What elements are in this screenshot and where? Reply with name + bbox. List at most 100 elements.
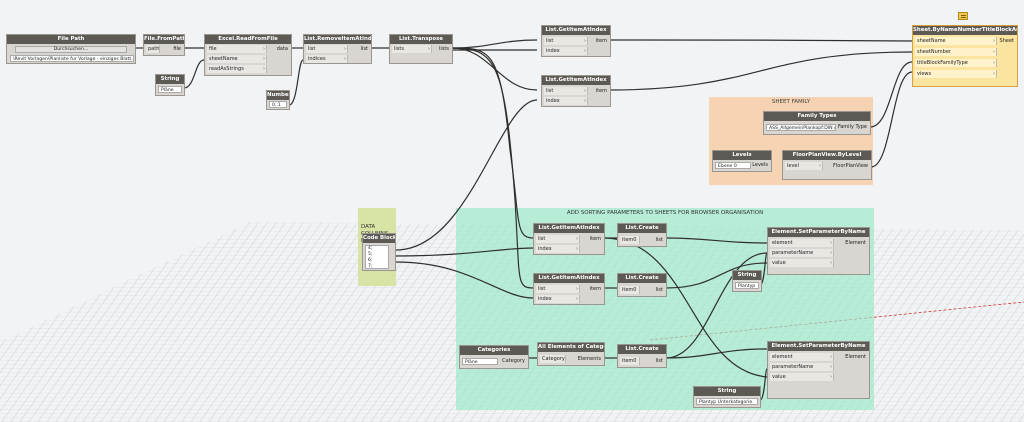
string-value[interactable]: Plantyp Unterkategorie [696,398,758,405]
node-list-create-3[interactable]: List.Create item0 list [617,344,667,368]
node-list-transpose[interactable]: List.Transpose lists› lists [389,34,453,64]
levels-dropdown[interactable]: Ebene 0 [715,162,751,169]
node-levels[interactable]: Levels Ebene 0 Levels [712,150,772,172]
node-excel-readfromfile[interactable]: Excel.ReadFromFile file› sheetName› read… [204,34,292,76]
output-port-data[interactable]: data [276,46,288,52]
string-value[interactable]: Pläne [158,86,182,93]
output-port-element[interactable]: Element [845,354,866,360]
node-list-getitematindex-3[interactable]: List.GetItemAtIndex list› index› item [533,223,605,255]
input-port-element[interactable]: element› [770,353,834,361]
family-type-dropdown[interactable]: ASS_AllgemeinPlankopf:DIN A2 [766,124,836,131]
input-port-value[interactable]: value› [770,373,834,381]
port-label: sheetNumber [917,49,951,55]
output-port-list[interactable]: list [655,287,663,293]
port-label: views [917,71,932,77]
input-port-sheetnumber[interactable]: sheetNumber› [915,48,997,56]
input-port-index[interactable]: index› [544,47,588,55]
node-code-block[interactable]: Code Block 4; 5; 6; 7; [362,233,396,271]
node-string-plantyp-unterkategorie[interactable]: String Plantyp Unterkategorie [693,386,761,408]
code-editor[interactable]: 4; 5; 6; 7; [365,245,389,269]
output-port-item[interactable]: item [589,286,601,292]
node-categories[interactable]: Categories Pläne Category [459,345,529,369]
port-label: indices [308,56,326,62]
string-value[interactable]: Plantyp [735,282,759,289]
input-port-index[interactable]: index› [536,295,580,303]
port-arrow-icon: › [830,260,832,266]
input-port-lists[interactable]: lists› [392,45,432,53]
output-port-sheet[interactable]: Sheet [999,38,1014,44]
output-port-floorplanview[interactable]: FloorPlanView [833,163,868,169]
output-port-levels[interactable]: Levels [752,162,768,168]
output-port-item[interactable]: item [595,38,607,44]
input-port-path[interactable]: path [146,45,160,53]
input-port-level[interactable]: level› [785,162,823,170]
node-number[interactable]: Number 0..1 [266,90,290,110]
category-dropdown[interactable]: Pläne [462,358,498,365]
input-port-parametername[interactable]: parameterName› [770,363,834,371]
input-port-list[interactable]: list› [544,87,588,95]
port-arrow-icon: › [830,364,832,370]
browse-button[interactable]: Durchsuchen... [15,46,127,53]
input-port-file[interactable]: file› [207,45,267,53]
node-string-plantyp[interactable]: String Plantyp [732,270,762,292]
input-port-list[interactable]: list› [536,285,580,293]
input-port-readasstrings[interactable]: readAsStrings› [207,65,267,73]
node-title: Sheet.ByNameNumberTitleBlockAndViews [913,26,1017,35]
node-file-path[interactable]: File Path Durchsuchen... \Revit Vorlagen… [6,34,136,64]
node-string-plaene[interactable]: String Pläne [155,74,185,96]
node-list-create-1[interactable]: List.Create item0 list [617,223,667,247]
output-port-list[interactable]: list [360,46,368,52]
port-label: list [538,286,546,292]
output-port-family-type[interactable]: Family Type [837,124,867,130]
number-value[interactable]: 0..1 [269,101,287,108]
output-port-list[interactable]: list [655,237,663,243]
output-port-lists[interactable]: lists [439,46,449,52]
node-list-getitematindex-2[interactable]: List.GetItemAtIndex list› index› item [541,75,611,107]
note-icon[interactable] [958,12,968,20]
node-list-getitematindex-4[interactable]: List.GetItemAtIndex list› index› item [533,273,605,305]
input-port-item0[interactable]: item0 [620,357,640,365]
output-port-item[interactable]: item [589,236,601,242]
input-port-list[interactable]: list› [536,235,580,243]
output-port-list[interactable]: list [655,358,663,364]
port-arrow-icon: › [584,88,586,94]
node-file-frompath[interactable]: File.FromPath path file [143,34,185,56]
input-port-sheetname[interactable]: sheetName› [207,55,267,63]
input-port-item0[interactable]: item0 [620,286,640,294]
input-port-list[interactable]: list› [544,37,588,45]
input-port-value[interactable]: value› [770,259,834,267]
node-list-create-2[interactable]: List.Create item0 list [617,273,667,297]
input-port-index[interactable]: index› [536,245,580,253]
input-port-element[interactable]: element› [770,239,834,247]
port-arrow-icon: › [263,66,265,72]
input-port-views[interactable]: views› [915,70,997,78]
output-port-item[interactable]: item [595,88,607,94]
node-list-removeitematindex[interactable]: List.RemoveItemAtIndex list› indices› li… [303,34,372,64]
input-port-sheetname[interactable]: sheetName› [915,37,997,45]
output-port-file[interactable]: file [173,46,181,52]
node-element-setparameterbyname-2[interactable]: Element.SetParameterByName element› para… [767,341,870,399]
node-list-getitematindex-1[interactable]: List.GetItemAtIndex list› index› item [541,25,611,57]
input-port-parametername[interactable]: parameterName› [770,249,834,257]
node-floorplanview-bylevel[interactable]: FloorPlanView.ByLevel level› FloorPlanVi… [782,150,872,180]
group-title: ADD SORTING PARAMETERS TO SHEETS FOR BRO… [566,210,764,216]
node-all-elements-of-category[interactable]: All Elements of Category Category Elemen… [537,342,605,366]
input-port-item0[interactable]: item0 [620,236,640,244]
port-label: index [538,246,552,252]
output-port-category[interactable]: Category [502,358,525,364]
node-element-setparameterbyname-1[interactable]: Element.SetParameterByName element› para… [767,227,870,275]
input-port-indices[interactable]: indices› [306,55,348,63]
port-label: parameterName [772,250,814,256]
output-port-element[interactable]: Element [845,240,866,246]
node-family-types[interactable]: Family Types ASS_AllgemeinPlankopf:DIN A… [763,111,871,135]
input-port-titleblockfamilytype[interactable]: titleBlockFamilyType› [915,59,997,67]
output-port-elements[interactable]: Elements [577,356,601,362]
node-title: Excel.ReadFromFile [205,35,291,44]
port-arrow-icon: › [344,46,346,52]
input-port-category[interactable]: Category [540,355,566,363]
input-port-index[interactable]: index› [544,97,588,105]
node-sheet-bynamenumbertitleblockandviews[interactable]: Sheet.ByNameNumberTitleBlockAndViews she… [912,25,1018,87]
input-port-list[interactable]: list› [306,45,348,53]
file-path-value[interactable]: \Revit Vorlagen\Planliste fur Vorlage - … [10,55,134,62]
